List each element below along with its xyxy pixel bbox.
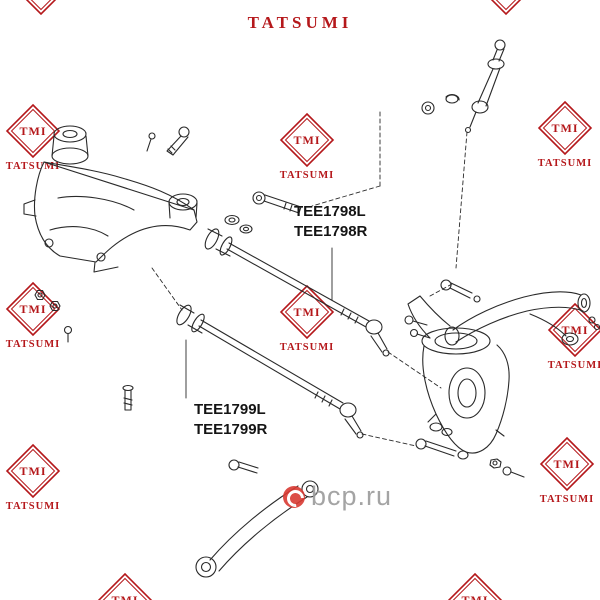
tmi-diamond-icon: TMI — [478, 0, 534, 16]
part-label-tee1798: TEE1798L TEE1798R — [294, 202, 367, 242]
stabilizer-link-icon — [464, 39, 506, 134]
tmi-logo-text: TMI — [461, 593, 489, 600]
tmi-diamond-icon: TMI — [5, 281, 61, 337]
tatsumi-logo-brand: TATSUMI — [547, 360, 600, 371]
bcp-logo-icon — [283, 485, 305, 508]
tatsumi-logo-left-mid: TMI TATSUMI — [1, 281, 65, 350]
screw-icon-top — [146, 132, 156, 152]
tatsumi-logo-top-left-partial: TMI TATSUMI — [9, 0, 73, 16]
lateral-link-lower-icon — [176, 304, 364, 439]
tmi-diamond-icon: TMI — [13, 0, 69, 16]
tmi-logo-text: TMI — [19, 464, 47, 478]
tatsumi-logo-brand: TATSUMI — [279, 170, 335, 181]
bolt-icon-bottom — [228, 459, 259, 474]
lateral-link-upper-icon — [204, 228, 390, 357]
washer-icons-top-right — [421, 94, 460, 115]
part-number-lower-left: TEE1799L — [194, 401, 266, 418]
tmi-logo-text: TMI — [19, 124, 47, 138]
tmi-diamond-icon: TMI — [279, 112, 335, 168]
tmi-logo-text: TMI — [19, 302, 47, 316]
leader-lines — [151, 111, 468, 447]
washer-icons-center — [224, 214, 253, 234]
tmi-logo-text: TMI — [551, 121, 579, 135]
tmi-diamond-icon: TMI — [5, 103, 61, 159]
tmi-diamond-icon: TMI — [5, 443, 61, 499]
bolt-icon-top — [166, 126, 190, 156]
part-number-upper-left: TEE1798L — [294, 203, 366, 220]
brand-title: TATSUMI — [247, 13, 353, 32]
tmi-diamond-icon: TMI — [97, 572, 153, 600]
control-arm-icon — [440, 279, 600, 346]
tmi-logo-text: TMI — [293, 305, 321, 319]
hardware-icons-bottom-right — [415, 422, 525, 478]
tatsumi-logo-brand: TATSUMI — [279, 342, 335, 353]
tatsumi-logo-center-top: TMI TATSUMI — [275, 112, 339, 181]
tmi-diamond-icon: TMI — [539, 436, 595, 492]
tatsumi-logo-left-bottom: TMI TATSUMI — [1, 443, 65, 512]
tatsumi-logo-brand: TATSUMI — [539, 494, 595, 505]
bcp-watermark-text: bcp.ru — [311, 481, 393, 511]
tatsumi-logo-brand: TATSUMI — [537, 158, 593, 169]
tmi-diamond-icon: TMI — [447, 572, 503, 600]
label-leader-lines — [185, 247, 333, 399]
tmi-logo-text: TMI — [553, 457, 581, 471]
part-number-lower-right: TEE1799R — [194, 421, 268, 438]
tatsumi-logo-brand: TATSUMI — [5, 161, 61, 172]
tatsumi-logo-brand: TATSUMI — [5, 501, 61, 512]
bolt-icons-knuckle — [404, 315, 431, 339]
nut-icons-left — [34, 289, 73, 343]
tatsumi-logo-brand: TATSUMI — [5, 339, 61, 350]
part-number-upper-right: TEE1798R — [294, 223, 368, 240]
part-label-tee1799: TEE1799L TEE1799R — [194, 400, 267, 440]
tmi-diamond-icon: TMI — [537, 100, 593, 156]
knuckle-icon — [407, 295, 510, 454]
tatsumi-logo-right-top: TMI TATSUMI — [533, 100, 597, 169]
crossmember-icon — [23, 125, 198, 273]
tatsumi-logo-top-right-partial: TMI TATSUMI — [474, 0, 538, 16]
bolt-icon-center — [252, 191, 302, 214]
tatsumi-logo-bottom-left-partial: TMI TATSUMI — [93, 572, 157, 600]
tatsumi-logo-bottom-right-partial: TMI TATSUMI — [443, 572, 507, 600]
tmi-logo-text: TMI — [293, 133, 321, 147]
bcp-watermark: bcp.ru — [283, 481, 392, 512]
tmi-logo-text: TMI — [111, 593, 139, 600]
tatsumi-logo-right-bottom: TMI TATSUMI — [535, 436, 599, 505]
tatsumi-logo-left-top: TMI TATSUMI — [1, 103, 65, 172]
bolt-icon-left-lower — [122, 384, 134, 411]
